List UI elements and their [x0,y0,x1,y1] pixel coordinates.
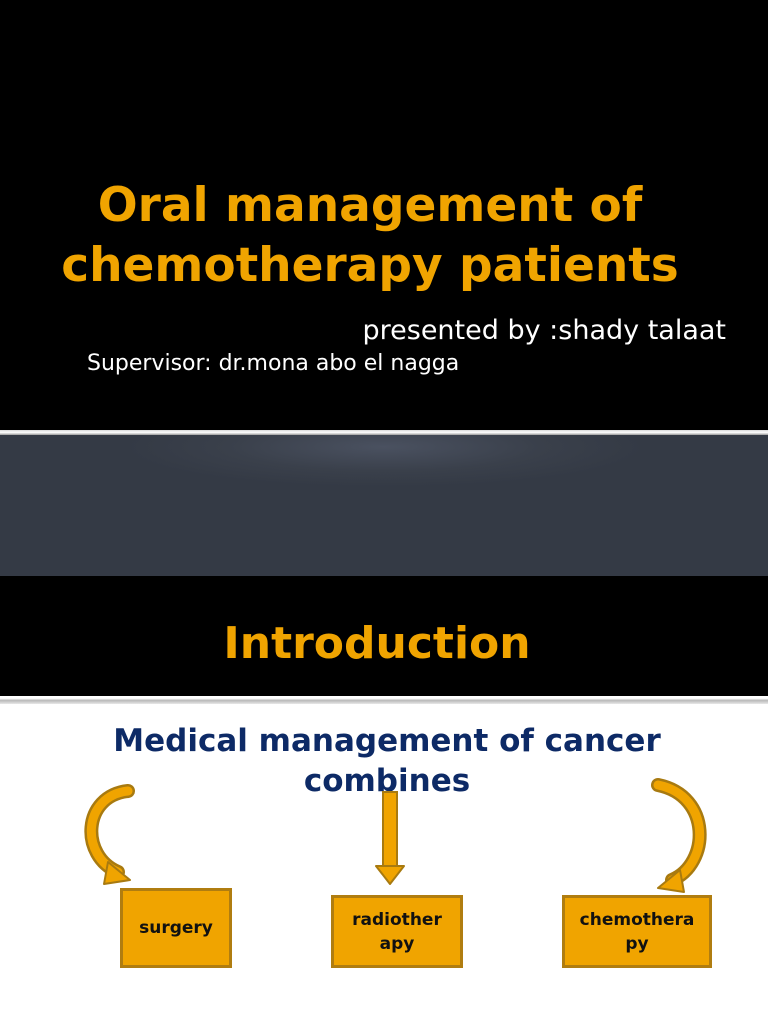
surgery-box: surgery [120,888,232,968]
introduction-slide: Introduction Medical management of cance… [0,576,768,1024]
presenter-text: presented by :shady talaat [362,315,727,346]
presentation-title: Oral management of chemotherapy patients [0,176,740,296]
surgery-label: surgery [139,918,213,938]
chemotherapy-label-line-1: chemothera [579,909,695,930]
curved-arrow-right-icon [651,778,707,893]
introduction-title: Introduction [223,618,531,669]
slide-divider [0,430,768,435]
title-line-1: Oral management of [97,178,643,233]
supervisor-text: Supervisor: dr.mona abo el nagga [87,351,460,376]
title-band-divider [0,696,768,704]
subtitle-line-1: Medical management of cancer [113,723,661,759]
title-line-2: chemotherapy patients [61,238,679,293]
radiotherapy-label-line-2: apy [379,933,415,954]
chemotherapy-box: chemothera py [562,895,712,968]
arrows-group [84,778,707,893]
chemotherapy-label-line-2: py [625,933,649,954]
radiotherapy-label-line-1: radiother [352,909,442,930]
title-band: Introduction [0,576,768,696]
radiotherapy-box: radiother apy [331,895,463,968]
curved-arrow-left-icon [84,784,135,885]
down-arrow-icon [375,791,405,885]
blank-slide [0,435,768,576]
title-slide: Oral management of chemotherapy patients… [0,0,768,430]
